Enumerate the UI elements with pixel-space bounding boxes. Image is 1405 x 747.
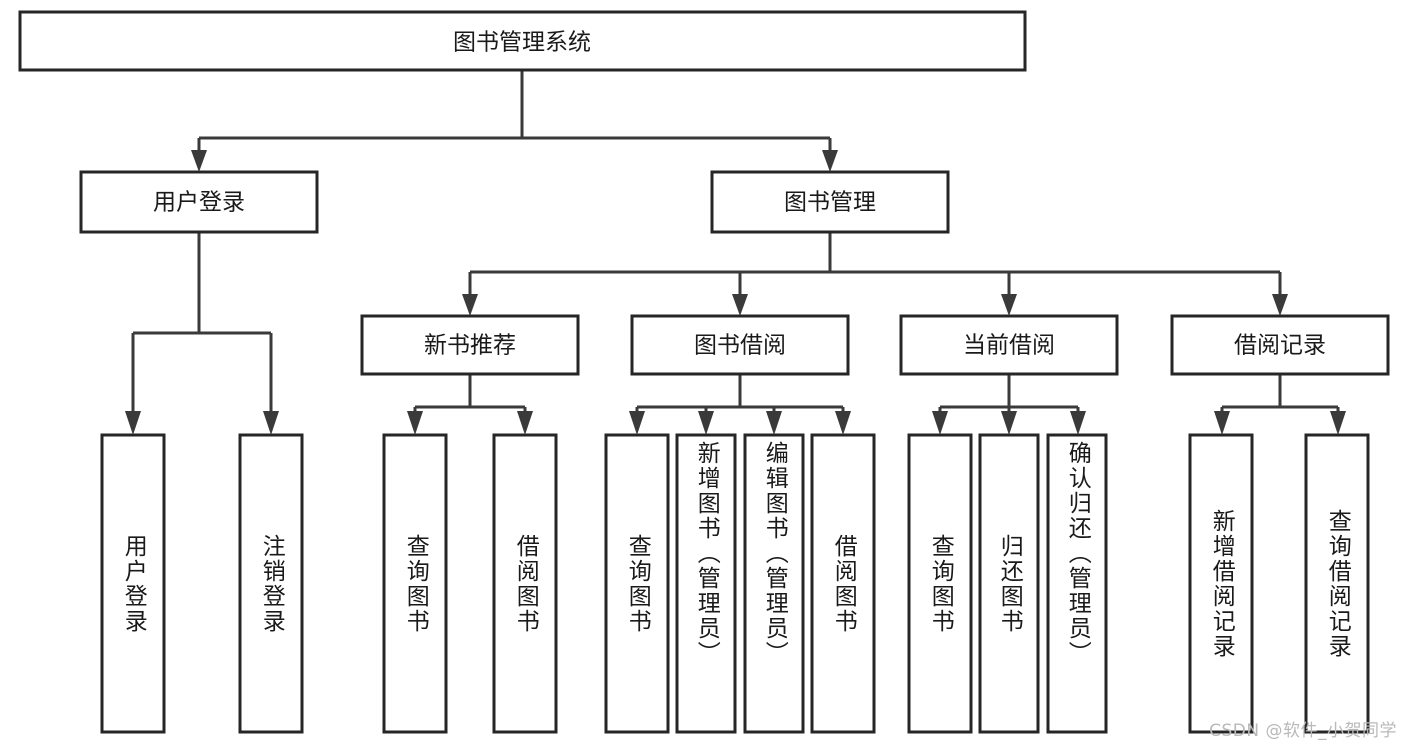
node-box-leaf-br-query-record[interactable]	[1304, 433, 1370, 734]
node-current-borrow[interactable]: 当前借阅	[899, 314, 1119, 376]
node-root[interactable]: 图书管理系统	[18, 10, 1027, 72]
node-box-current-borrow[interactable]	[899, 314, 1119, 376]
node-box-leaf-br-add-record[interactable]	[1188, 433, 1254, 734]
edge-group-book-borrow-children	[629, 374, 851, 435]
node-box-leaf-cb-query-book[interactable]	[907, 433, 973, 734]
arrowhead-br-query	[1330, 411, 1346, 435]
edge-group-borrow-record-children	[1214, 374, 1346, 435]
arrowhead-nb-borrow	[517, 411, 533, 435]
node-box-leaf-nb-borrow-book[interactable]	[492, 433, 558, 734]
node-user-login[interactable]: 用户登录	[79, 170, 319, 234]
arrowhead-book-borrow	[732, 294, 748, 316]
arrowhead-bb-add	[698, 411, 714, 435]
arrowhead-cb-query	[932, 411, 948, 435]
node-label-borrow-record: 借阅记录	[1234, 333, 1326, 359]
arrowhead-bb-borrow	[835, 411, 851, 435]
node-box-book-borrow[interactable]	[630, 314, 850, 376]
node-box-leaf-logout[interactable]	[238, 433, 304, 734]
node-box-leaf-nb-query-book[interactable]	[382, 433, 448, 734]
arrowhead-cb-confirm	[1070, 411, 1086, 435]
node-box-leaf-cb-confirm-return[interactable]	[1046, 433, 1108, 734]
node-box-borrow-record[interactable]	[1170, 314, 1390, 376]
arrowhead-leaf-logout	[263, 411, 279, 435]
node-label-book-management: 图书管理	[784, 190, 876, 216]
arrowhead-nb-query	[407, 411, 423, 435]
arrowhead-bb-edit	[766, 411, 782, 435]
node-label-current-borrow: 当前借阅	[963, 333, 1055, 359]
arrowhead-borrow-record	[1272, 294, 1288, 316]
node-box-leaf-bb-add-book[interactable]	[675, 433, 737, 734]
arrowhead-br-add	[1214, 411, 1230, 435]
node-book-borrow[interactable]: 图书借阅	[630, 314, 850, 376]
node-box-leaf-bb-edit-book[interactable]	[743, 433, 805, 734]
node-box-book-management[interactable]	[710, 170, 950, 234]
node-book-management[interactable]: 图书管理	[710, 170, 950, 234]
edge-group-current-borrow-children	[932, 374, 1086, 435]
edge-group-new-book-children	[407, 374, 533, 435]
node-label-book-borrow: 图书借阅	[694, 333, 786, 359]
csdn-watermark: CSDN @软件_小贺同学	[1209, 721, 1397, 741]
node-label-root: 图书管理系统	[453, 30, 591, 56]
edge-group-book-mgmt-children	[462, 232, 1288, 316]
node-box-leaf-cb-return-book[interactable]	[978, 433, 1040, 734]
node-label-new-book-recommend: 新书推荐	[424, 333, 516, 359]
arrowhead-cb-return	[1001, 411, 1017, 435]
node-box-root[interactable]	[18, 10, 1027, 72]
arrowhead-book-mgmt	[822, 150, 838, 172]
node-box-leaf-user-login[interactable]	[100, 433, 166, 734]
node-box-user-login[interactable]	[79, 170, 319, 234]
node-borrow-record[interactable]: 借阅记录	[1170, 314, 1390, 376]
arrowhead-current-borrow	[1001, 294, 1017, 316]
node-new-book-recommend[interactable]: 新书推荐	[360, 314, 580, 376]
arrowhead-bb-query	[629, 411, 645, 435]
edge-group-root-to-level2	[191, 70, 838, 172]
arrowhead-leaf-user-login	[125, 411, 141, 435]
edge-group-user-login-children	[125, 232, 279, 435]
arrowhead-new-book	[462, 294, 478, 316]
node-box-new-book-recommend[interactable]	[360, 314, 580, 376]
node-label-user-login: 用户登录	[153, 190, 245, 216]
node-box-leaf-bb-query-book[interactable]	[604, 433, 670, 734]
arrowhead-user-login	[191, 150, 207, 172]
node-box-leaf-bb-borrow-book[interactable]	[810, 433, 876, 734]
